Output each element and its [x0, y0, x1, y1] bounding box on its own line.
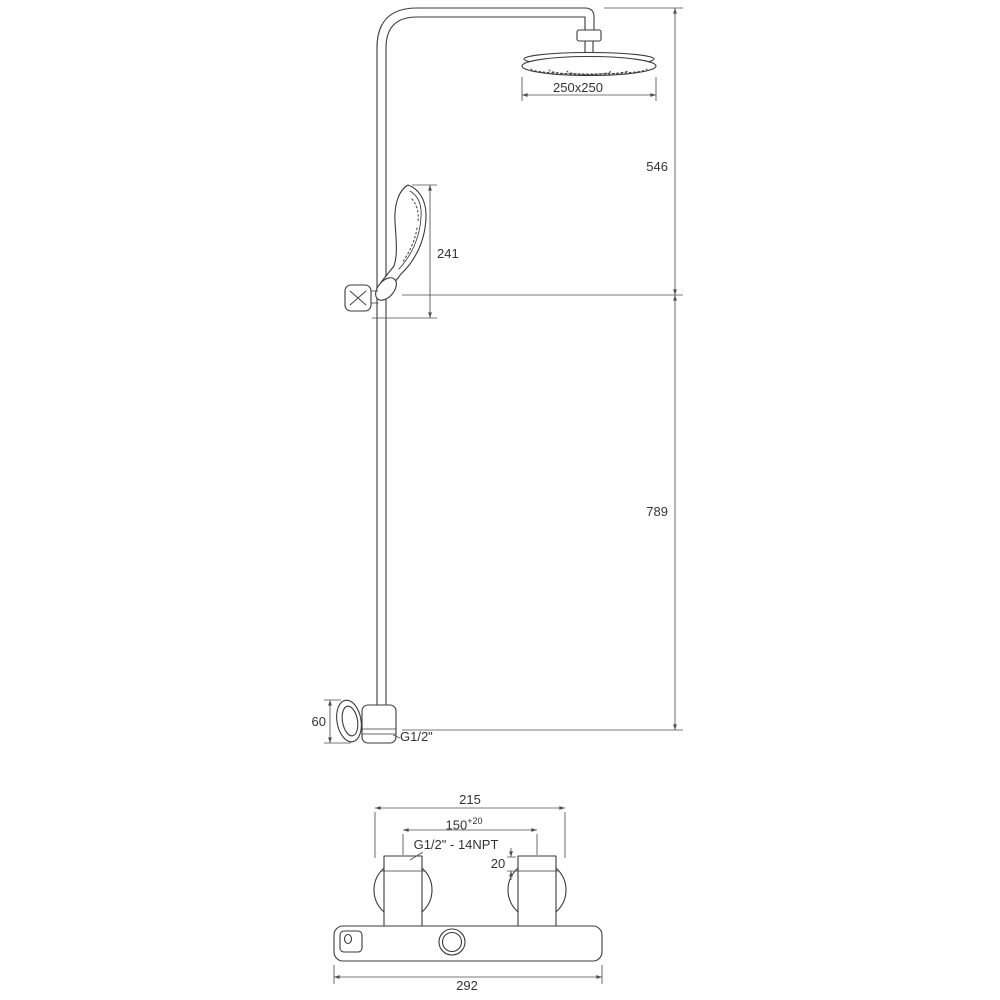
wall-flange-inner [341, 705, 359, 737]
hand-shower-face-line [398, 190, 422, 270]
dim-outlet-height: 60 [311, 714, 326, 729]
bracket-arm [370, 290, 379, 304]
dimension-lines [324, 7, 683, 984]
mixer-knob-inner [441, 931, 463, 953]
left-inlet-post [383, 855, 423, 927]
mixer-body [333, 925, 603, 962]
label-inlet-thread: G1/2" - 14NPT [413, 837, 499, 852]
inlet-thread-leader [409, 851, 424, 861]
total-width-extensions [333, 965, 603, 984]
hand-shower-holder-cup [375, 277, 397, 301]
hand-shower-nozzles [401, 198, 419, 264]
bracket-knob-cross-icon [349, 290, 367, 306]
shower-column-view [336, 7, 657, 744]
overhead-shower-face [521, 55, 657, 77]
head-size-extensions [521, 77, 657, 101]
dim-mixer-top-span: 215 [459, 792, 481, 807]
wall-flange-outer [336, 699, 362, 743]
dim-inlet-stub: 20 [490, 856, 506, 871]
head-connector-nut [576, 29, 602, 42]
label-outlet-thread: G1/2" [400, 729, 433, 744]
top-span-extensions [374, 812, 566, 858]
dim-inlet-centers-value: 150 [445, 817, 468, 833]
hand-shower-extensions [372, 184, 437, 319]
right-inlet-post [517, 855, 557, 927]
inlet-centers-extensions [402, 834, 538, 855]
dim-total-width: 292 [456, 978, 478, 993]
dim-head-size: 250x250 [553, 80, 603, 95]
dim-inlet-centers-tolerance: +20 [467, 816, 483, 826]
inlet-stub-extensions [507, 856, 516, 872]
overhead-shower-nozzles [530, 68, 648, 75]
outlet-nut-lines [361, 728, 397, 735]
mixer-display-dot [343, 933, 353, 945]
outlet-elbow [361, 704, 397, 744]
dim-inlet-centers: 150+20 [446, 814, 483, 832]
mixer-front-view [333, 855, 603, 962]
dim-upper-height: 546 [646, 159, 668, 174]
height-extensions [402, 7, 683, 731]
dim-lower-height: 789 [646, 504, 668, 519]
mixer-knob-outer [438, 928, 466, 956]
riser-pipe [376, 7, 595, 709]
dim-hand-shower-length: 241 [437, 246, 459, 261]
outlet-extensions [324, 699, 351, 744]
outlet-thread-leader [392, 734, 401, 739]
